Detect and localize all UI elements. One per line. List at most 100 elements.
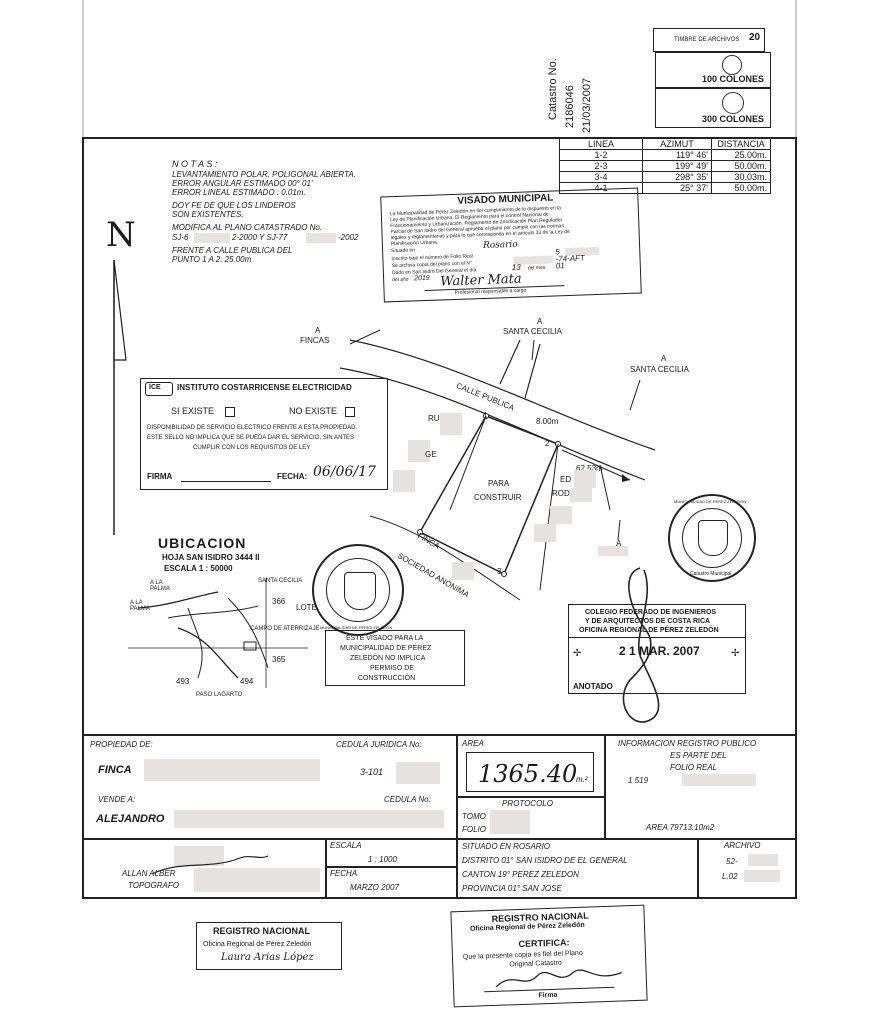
ice-stamp: ICE INSTITUTO COSTARRICENSE ELECTRICIDAD… (140, 378, 388, 490)
cedula-no-label: CEDULA No: (384, 795, 431, 804)
lot-label-para: PARA (488, 479, 510, 488)
table-row: 4-1 25° 37' 50.00m. (559, 182, 771, 194)
vende-a-label: VENDE A: (98, 795, 136, 804)
signature-scribble (622, 567, 660, 723)
plus-icon: ✢ (731, 648, 740, 659)
archivo-label: ARCHIVO (724, 841, 761, 850)
table-cell: 25° 37' (642, 182, 712, 194)
anio-value: 2019 (414, 274, 430, 283)
visado-note-line: MUNICIPALIDAD DE PÉREZ (340, 645, 432, 652)
divider (456, 734, 458, 899)
map-label-distance: 62.53m (576, 464, 603, 473)
map-label-a-la-palma: A LA PALMA (130, 600, 150, 612)
ice-fecha-value: 06/06/17 (313, 464, 376, 480)
map-label-santa-cecilia: SANTA CECILIA (258, 578, 303, 584)
table-cell: 119° 46' (642, 149, 712, 161)
map-label-lote: LOTE (296, 603, 317, 612)
ice-title: INSTITUTO COSTARRICENSE ELECTRICIDAD (177, 383, 352, 392)
table-cell: 199° 49' (642, 160, 712, 172)
table-cell: 2-3 (559, 160, 643, 172)
header-distancia: DISTANCIA (711, 138, 771, 150)
stamp-value-100: 100 COLONES (702, 74, 765, 84)
redaction (534, 524, 556, 542)
archivo-value: 52- (726, 857, 738, 866)
certifica-text: Que la presente copia es fiel del Plano (462, 949, 583, 962)
topografo-label: TOPOGRAFO (128, 881, 179, 890)
redaction (393, 470, 415, 492)
notes-line: MODIFICA AL PLANO CATASTRADO No. (172, 223, 323, 232)
table-row: 1-2 119° 46' 25.00m. (559, 149, 771, 161)
map-label-a-la-palma: A LA PALMA (150, 580, 170, 592)
divider (456, 796, 604, 798)
info-registro-label: INFORMACION REGISTRO PUBLICO (618, 739, 757, 748)
coat-of-arms-icon (722, 92, 744, 114)
es-parte-label: ES PARTE DEL (670, 751, 727, 760)
colegio-line: COLEGIO FEDERADO DE INGENIEROS (585, 609, 717, 616)
map-label: RU (428, 414, 440, 423)
map-label-santa-cecilia: SANTA CECILIA (503, 327, 562, 336)
redaction (174, 810, 444, 828)
redaction (682, 774, 756, 786)
notes-line: SJ-6 (172, 233, 189, 242)
cedula-juridica-label: CEDULA JURIDICA No: (336, 740, 422, 749)
no-existe-checkbox (345, 407, 355, 417)
visado-municipal-stamp: VISADO MUNICIPAL La Municipalidad de Pér… (380, 187, 642, 303)
site-plan-drawing (339, 329, 656, 601)
registro-name: Laura Arias López (221, 952, 314, 963)
redaction (452, 562, 474, 580)
visado-note-line: ESTE VISADO PARA LA (346, 635, 424, 642)
map-label: ED (560, 475, 572, 484)
ice-logo-text: ICE (149, 384, 161, 391)
ubicacion-hoja: HOJA SAN ISIDRO 3444 II (162, 553, 260, 562)
registro-office: Oficina Regional de Pérez Zeledón (469, 921, 585, 933)
colegio-anotado: ANOTADO (573, 682, 613, 691)
map-label: ROD (552, 489, 570, 498)
point-2: 2 (545, 439, 550, 448)
notes-title: N O T A S : (172, 159, 218, 169)
notes-line: -2002 (338, 233, 359, 242)
coat-of-arms-icon (722, 55, 742, 75)
tomo-label: TOMO (462, 812, 486, 821)
ubicacion-escala: ESCALA 1 : 50000 (164, 564, 233, 573)
header-azimut: AZIMUT (642, 138, 712, 150)
point-3: 3 (497, 567, 502, 576)
distrito: DISTRITO 01° SAN ISIDRO DE EL GENERAL (462, 856, 628, 865)
redaction (144, 759, 320, 781)
provincia: PROVINCIA 01° SAN JOSE (462, 884, 562, 893)
table-cell: 30.03m. (711, 171, 771, 183)
stamp-value-300: 300 COLONES (702, 114, 765, 124)
map-label: A (315, 326, 321, 335)
redaction (194, 868, 320, 892)
folio-label: FOLIO (462, 825, 487, 834)
grid-365: 365 (272, 655, 286, 664)
anio-label: del año (392, 276, 409, 284)
revenue-stamp-300: 300 COLONES (655, 88, 771, 128)
propiedad-de-label: PROPIEDAD DE: (90, 740, 153, 749)
ubicacion-title: UBICACION (158, 535, 247, 551)
table-row: 2-3 199° 49' 50.00m. (559, 160, 771, 172)
ice-text: DISPONIBILIDAD DE SERVICIO ELECTRICO FRE… (147, 425, 358, 431)
coat-of-arms-icon (698, 520, 728, 556)
visado-title: VISADO MUNICIPAL (457, 192, 554, 207)
scan-edge-line (82, 0, 84, 137)
visado-note-line: ZELEDÓN NO IMPLICA (350, 655, 426, 662)
visado-text: Planificación Urbana. (390, 239, 439, 248)
catastro-label: Catastro No. (547, 58, 559, 120)
redaction (574, 470, 596, 488)
area-value: 1365.40 (478, 760, 578, 788)
notes-line: ERROR ANGULAR ESTIMADO 00° 01' (172, 179, 313, 188)
coat-of-arms-icon (344, 572, 376, 610)
catastro-number: 2186046 (564, 85, 576, 128)
colegio-line: Y DE ARQUITECTOS DE COSTA RICA (585, 618, 711, 625)
scan-edge-line-right (795, 0, 797, 137)
dado-mes: del mes (527, 264, 546, 272)
table-cell: 1-2 (559, 149, 643, 161)
escala-value: 1 : 1000 (368, 855, 397, 864)
area-unit: m.² (576, 775, 588, 784)
si-existe-label: SI EXISTE (171, 406, 215, 416)
stamp-value-20: 20 (749, 32, 761, 43)
notes-line: LEVANTAMIENTO POLAR, POLIGONAL ABIERTA. (172, 170, 356, 179)
municipal-seal-right: MUNICIPALIDAD DE PÉREZ ZELEDÓN Catastro … (668, 494, 756, 582)
visado-note-box: ESTE VISADO PARA LA MUNICIPALIDAD DE PÉR… (325, 630, 465, 686)
grid-494: 494 (240, 677, 254, 686)
